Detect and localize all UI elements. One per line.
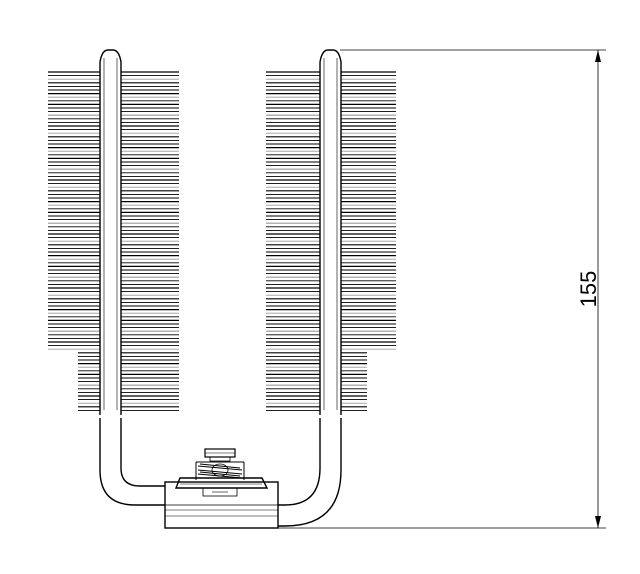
right-pipe-outline [319, 49, 342, 415]
dimension-label: 155 [576, 271, 601, 308]
heatsink-fins-right [266, 71, 396, 411]
heatsink-fins-left [48, 71, 179, 411]
arrow-bottom-icon [595, 516, 601, 528]
arrow-top-icon [595, 50, 601, 62]
left-pipe-outline [99, 49, 122, 415]
spring-screw [195, 448, 245, 480]
height-dimension [278, 49, 606, 529]
copper-base [164, 477, 279, 529]
left-pipe-bend [99, 418, 165, 506]
right-pipe-bend [278, 418, 342, 527]
u-shaped-heat-pipes [99, 49, 342, 527]
